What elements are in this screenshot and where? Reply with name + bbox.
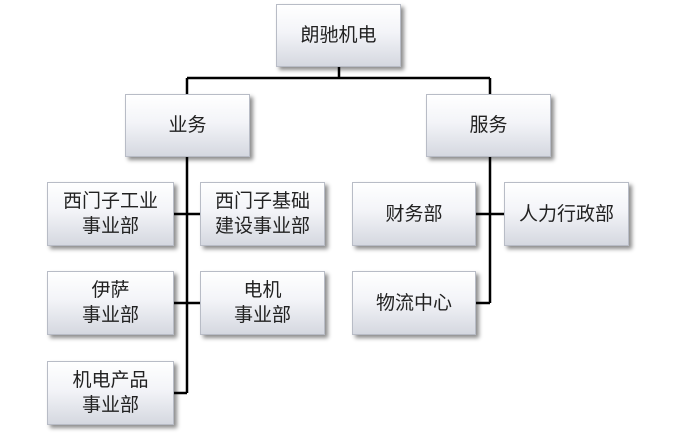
business-child-node-3: 伊萨 事业部 [47,271,174,335]
business-node-label: 业务 [168,114,207,136]
business-child-5-line-2: 事业部 [81,394,139,416]
business-child-3-line-1: 伊萨 [91,279,130,301]
business-node: 业务 [125,94,250,157]
service-node-label: 服务 [469,114,508,136]
business-child-2-line-1: 西门子基础 [214,190,310,212]
business-child-4-line-2: 事业部 [233,304,291,326]
service-child-node-2: 人力行政部 [504,182,629,246]
business-child-1-line-2: 事业部 [81,215,139,237]
business-child-1-line-1: 西门子工业 [62,190,158,212]
business-child-node-4: 电机 事业部 [200,271,325,335]
service-child-node-1: 财务部 [352,182,476,246]
service-child-2-line-1: 人力行政部 [518,202,614,225]
business-child-4-line-1: 电机 [243,279,282,301]
service-child-1-line-1: 财务部 [385,202,443,225]
service-child-3-line-1: 物流中心 [375,291,452,314]
business-child-2-line-2: 建设事业部 [214,215,310,237]
root-node-label: 朗驰机电 [300,24,377,46]
root-node: 朗驰机电 [276,4,401,67]
service-child-node-3: 物流中心 [352,271,476,335]
business-child-node-1: 西门子工业 事业部 [47,182,174,246]
business-child-3-line-2: 事业部 [81,304,139,326]
business-child-node-5: 机电产品 事业部 [47,361,174,425]
service-node: 服务 [426,94,551,157]
business-child-node-2: 西门子基础 建设事业部 [200,182,325,246]
business-child-5-line-1: 机电产品 [72,369,149,391]
